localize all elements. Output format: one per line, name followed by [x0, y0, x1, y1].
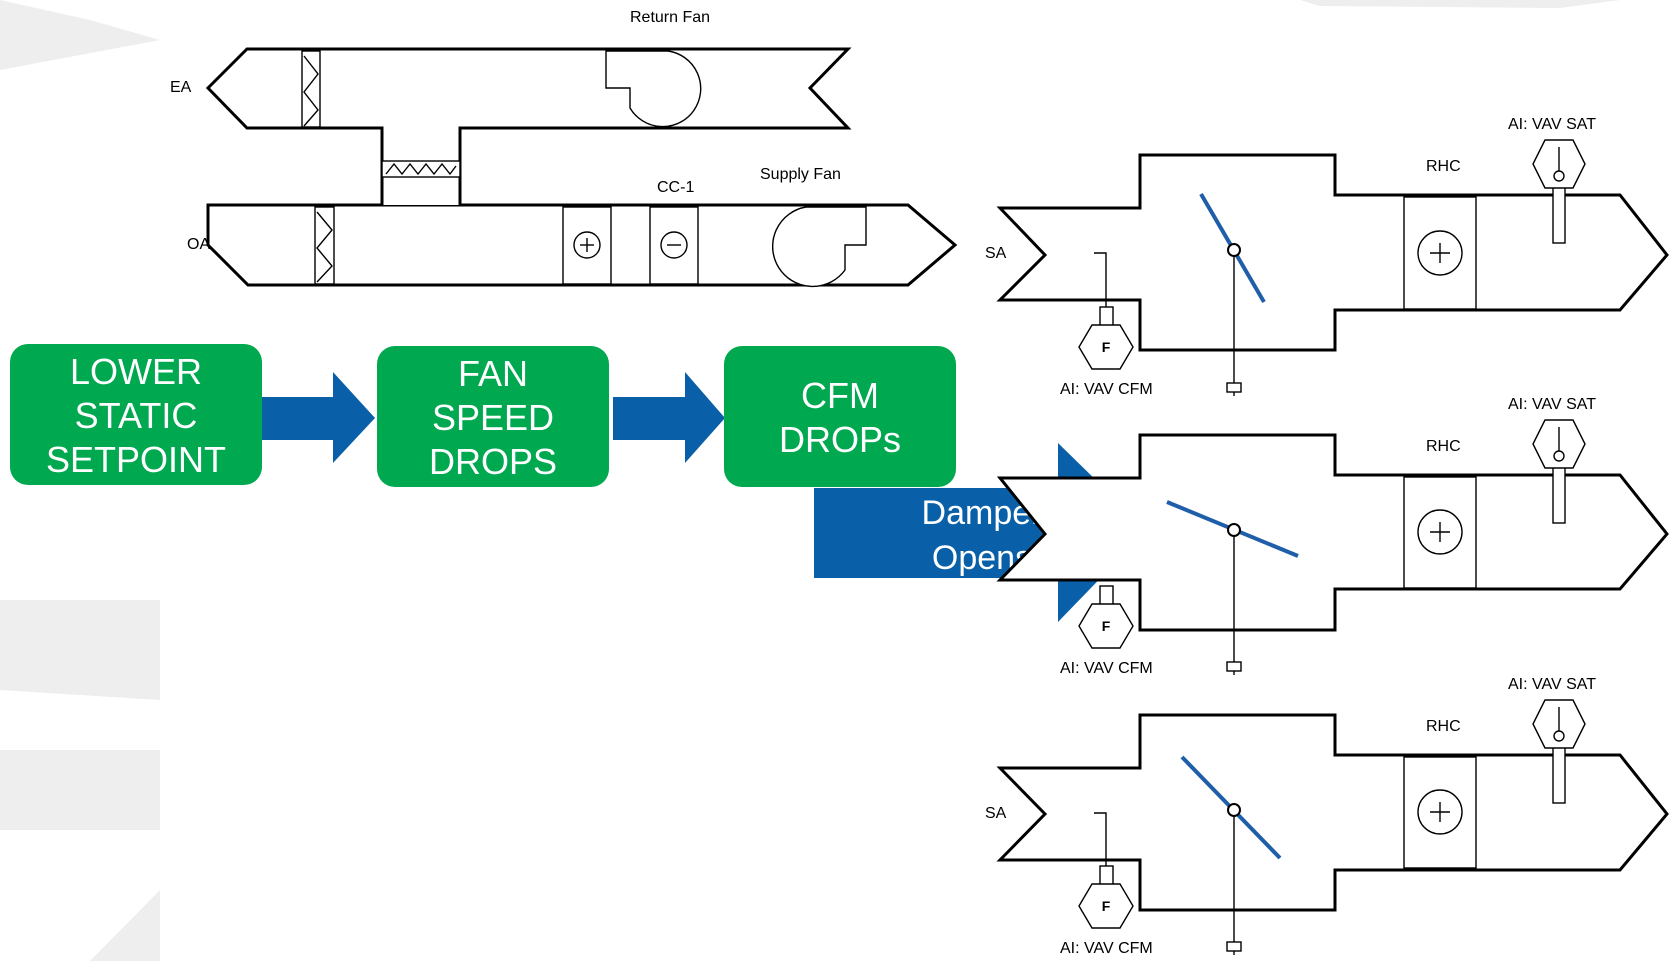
vav-box-2: F RHC AI: VAV SAT AI: VAV CFM — [996, 396, 1669, 677]
coil-label: CC-1 — [657, 179, 694, 196]
damper-icon — [1180, 755, 1282, 955]
flow-sensor-label: AI: VAV CFM — [1060, 940, 1153, 957]
flow-sensor-icon: F — [1078, 585, 1134, 649]
step-3-line-1: CFM — [801, 375, 879, 416]
step-arrow-2 — [613, 372, 725, 463]
supply-fan-icon — [771, 206, 867, 288]
step-2-line-1: FAN — [458, 353, 528, 394]
step-1-line-3: SETPOINT — [46, 439, 226, 480]
reheat-coil-icon — [1403, 756, 1477, 869]
svg-text:F: F — [1102, 898, 1111, 914]
step-fan-speed-drops: FAN SPEED DROPS — [377, 346, 609, 487]
heating-coil-icon — [562, 206, 612, 285]
temp-sensor-label: AI: VAV SAT — [1508, 676, 1596, 693]
air-handling-unit: Return Fan Supply Fan EA OA CC-1 — [170, 9, 958, 288]
step-3-line-2: DROPs — [779, 419, 901, 460]
flow-sensor-label: AI: VAV CFM — [1060, 381, 1153, 398]
vav-box-1: F SA RHC AI: VAV SAT AI: VAV CFM — [985, 116, 1669, 398]
vav-box-3: F SA RHC AI: VAV SAT AI: VAV CFM — [985, 676, 1669, 957]
return-fan-icon — [605, 50, 702, 128]
svg-text:F: F — [1102, 618, 1111, 634]
oa-label: OA — [187, 236, 210, 253]
temp-sensor-label: AI: VAV SAT — [1508, 396, 1596, 413]
temperature-sensor-icon — [1532, 419, 1586, 524]
step-1-line-1: LOWER — [70, 351, 202, 392]
damper-icon — [1199, 192, 1266, 396]
flow-steps: LOWER STATIC SETPOINT FAN SPEED DROPS CF… — [10, 344, 1147, 622]
step-2-line-3: DROPS — [429, 441, 557, 482]
cooling-coil-icon — [649, 206, 699, 285]
temperature-sensor-icon — [1532, 139, 1586, 244]
exhaust-damper-icon — [301, 50, 321, 128]
mixing-damper-icon — [381, 160, 461, 178]
step-2-line-2: SPEED — [432, 397, 554, 438]
supply-fan-label: Supply Fan — [760, 166, 841, 183]
reheat-label: RHC — [1426, 438, 1461, 455]
sa-label: SA — [985, 245, 1007, 262]
temp-sensor-label: AI: VAV SAT — [1508, 116, 1596, 133]
flow-sensor-label: AI: VAV CFM — [1060, 660, 1153, 677]
temperature-sensor-icon — [1532, 699, 1586, 804]
step-1-line-2: STATIC — [75, 395, 198, 436]
step-cfm-drops: CFM DROPs — [724, 346, 956, 487]
sa-label: SA — [985, 805, 1007, 822]
step-arrow-1 — [262, 372, 375, 463]
flow-sensor-icon: F — [1078, 812, 1134, 929]
reheat-label: RHC — [1426, 158, 1461, 175]
flow-sensor-icon: F — [1078, 252, 1134, 370]
reheat-label: RHC — [1426, 718, 1461, 735]
return-fan-label: Return Fan — [630, 9, 710, 26]
step-lower-static-setpoint: LOWER STATIC SETPOINT — [10, 344, 262, 485]
reheat-coil-icon — [1403, 196, 1477, 310]
reheat-coil-icon — [1403, 476, 1477, 589]
outside-air-damper-icon — [314, 206, 335, 285]
damper-icon — [1166, 500, 1299, 675]
background-decoration — [0, 0, 1620, 961]
svg-text:F: F — [1102, 339, 1111, 355]
ea-label: EA — [170, 79, 192, 96]
